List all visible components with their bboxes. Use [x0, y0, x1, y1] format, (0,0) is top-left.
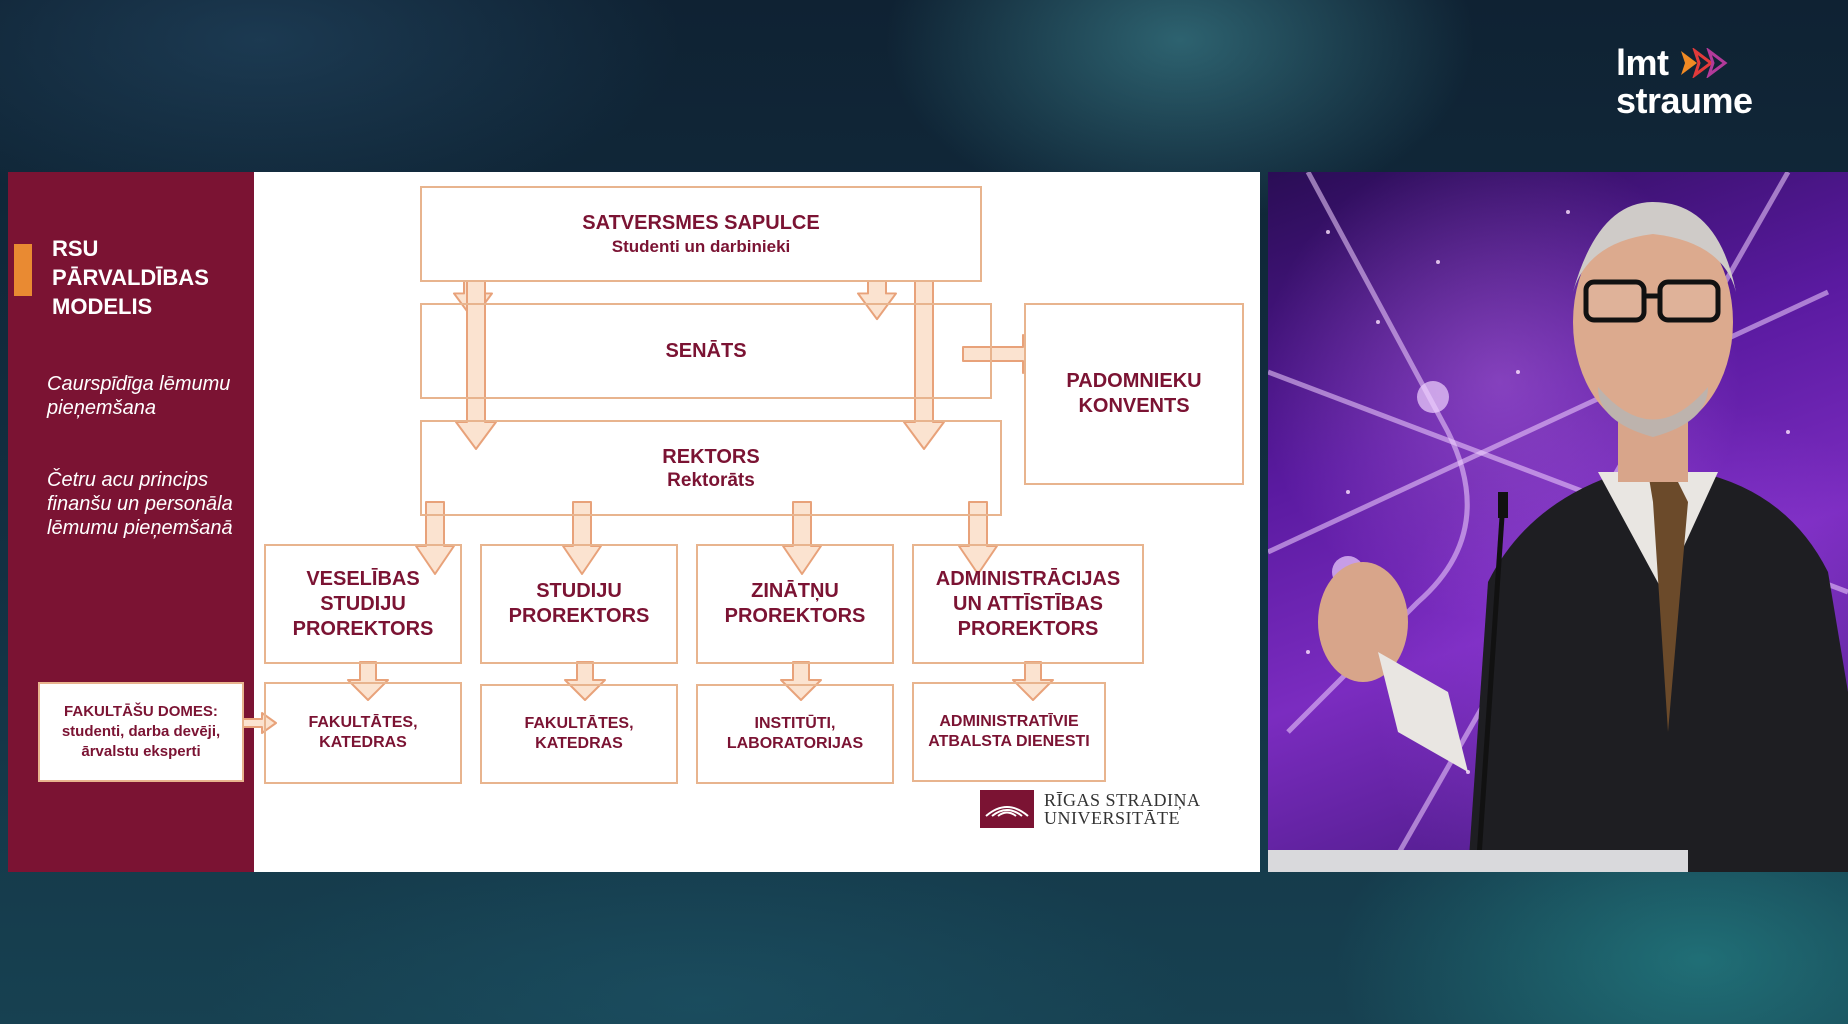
box-rektors: REKTORS Rektorāts [420, 420, 1002, 516]
brand-line1: lmt [1616, 42, 1669, 83]
rsu-emblem-icon [980, 790, 1034, 828]
box-veselibas-prorektors: VESELĪBAS STUDIJU PROREKTORS [264, 544, 462, 664]
lmt-straume-logo: lmt straume [1616, 44, 1753, 120]
unit-label: INSTITŪTI, LABORATORIJAS [726, 715, 864, 752]
box-instituti-laboratorijas: INSTITŪTI, LABORATORIJAS [696, 684, 894, 784]
box-fakultasu-domes: FAKULTĀŠU DOMES: studenti, darba devēji,… [38, 682, 244, 782]
sidebar-note-transparent: Caurspīdīga lēmumu pieņemšana [47, 373, 231, 419]
box-zinatnu-prorektors: ZINĀTŅU PROREKTORS [696, 544, 894, 664]
box-administracijas-prorektors: ADMINISTRĀCIJAS UN ATTĪSTĪBAS PROREKTORS [912, 544, 1144, 664]
rektors-subtitle: Rektorāts [667, 469, 755, 491]
box-satversmes-sapulce: SATVERSMES SAPULCE Studenti un darbiniek… [420, 186, 982, 282]
presentation-slide: RSU PĀRVALDĪBAS MODELIS Caurspīdīga lēmu… [8, 172, 1260, 872]
fakultasu-domes-label: FAKULTĀŠU DOMES: studenti, darba devēji,… [61, 703, 221, 760]
long-arrow-right [903, 259, 945, 450]
padomnieku-title: PADOMNIEKU KONVENTS [1066, 370, 1202, 417]
speaker-image [1268, 172, 1848, 872]
senats-title: SENĀTS [665, 339, 747, 362]
sidebar-note-four-eyes: Četru acu princips finanšu un personāla … [47, 469, 233, 539]
brand-line2: straume [1616, 80, 1753, 121]
rsu-name-line2: UNIVERSITĀTE [1044, 808, 1180, 828]
sidebar-accent-bar [14, 244, 32, 296]
unit-label: FAKULTĀTES, KATEDRAS [524, 715, 634, 752]
box-fakultates-katedras-1: FAKULTĀTES, KATEDRAS [264, 682, 462, 784]
prorektors-label: VESELĪBAS STUDIJU PROREKTORS [292, 567, 434, 640]
rsu-logo: RĪGAS STRADIŅA UNIVERSITĀTE [980, 790, 1201, 828]
box-fakultates-katedras-2: FAKULTĀTES, KATEDRAS [480, 684, 678, 784]
unit-label: ADMINISTRATĪVIE ATBALSTA DIENESTI [928, 713, 1090, 750]
rsu-name-line1: RĪGAS STRADIŅA [1044, 790, 1201, 810]
satversme-title: SATVERSMES SAPULCE [582, 211, 820, 234]
play-chevrons-icon [1679, 48, 1735, 78]
unit-label: FAKULTĀTES, KATEDRAS [308, 714, 418, 751]
long-arrow-left [455, 259, 497, 450]
box-padomnieku-konvents: PADOMNIEKU KONVENTS [1024, 303, 1244, 485]
prorektors-label: STUDIJU PROREKTORS [508, 580, 650, 627]
box-studiju-prorektors: STUDIJU PROREKTORS [480, 544, 678, 664]
rektors-title: REKTORS [662, 445, 760, 468]
prorektors-label: ZINĀTŅU PROREKTORS [724, 580, 866, 627]
satversme-subtitle: Studenti un darbinieki [611, 236, 791, 256]
speaker-video-feed [1268, 172, 1848, 872]
box-senats: SENĀTS [420, 303, 992, 399]
prorektors-label: ADMINISTRĀCIJAS UN ATTĪSTĪBAS PROREKTORS [935, 567, 1121, 640]
slide-title: RSU PĀRVALDĪBAS MODELIS [52, 236, 209, 319]
box-administrativie-dienesti: ADMINISTRATĪVIE ATBALSTA DIENESTI [912, 682, 1106, 782]
